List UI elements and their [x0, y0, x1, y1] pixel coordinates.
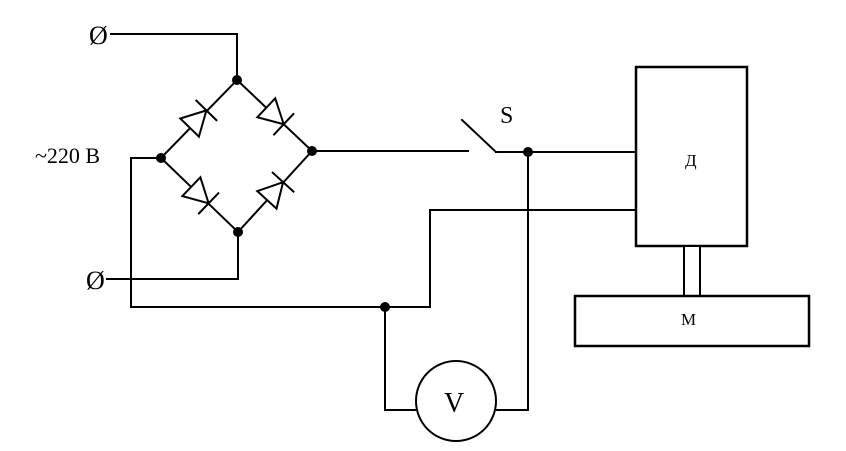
node-switch-output: [523, 147, 533, 157]
motor-box: [634, 65, 749, 248]
voltmeter-leads: [384, 151, 529, 411]
switch-s: [460, 118, 637, 154]
voltmeter: [415, 360, 497, 442]
node-bridge-left: [156, 153, 166, 163]
diode-bottom-right: [255, 171, 295, 211]
voltmeter-label: V: [444, 388, 464, 419]
diode-top-right: [255, 96, 295, 136]
node-return: [380, 302, 390, 312]
machine-label: М: [681, 310, 696, 329]
supply-voltage-label: ~220 В: [35, 143, 100, 168]
bottom-ac-lead: [106, 231, 239, 280]
top-terminal-symbol: Ø: [89, 21, 108, 50]
diode-top-left: [178, 99, 218, 139]
motor-label: Д: [685, 151, 697, 170]
machine-box: [573, 294, 811, 348]
diode-bridge: [159, 78, 314, 234]
negative-return-wire: [130, 157, 637, 308]
top-ac-lead: [110, 33, 238, 81]
node-bridge-right: [307, 146, 317, 156]
diode-bottom-left: [180, 175, 220, 215]
node-bridge-bottom: [233, 227, 243, 237]
switch-label: S: [500, 103, 513, 129]
junction-nodes: [156, 75, 533, 312]
shaft-coupling: [683, 245, 701, 297]
node-bridge-top: [232, 75, 242, 85]
bottom-terminal-symbol: Ø: [86, 266, 105, 295]
